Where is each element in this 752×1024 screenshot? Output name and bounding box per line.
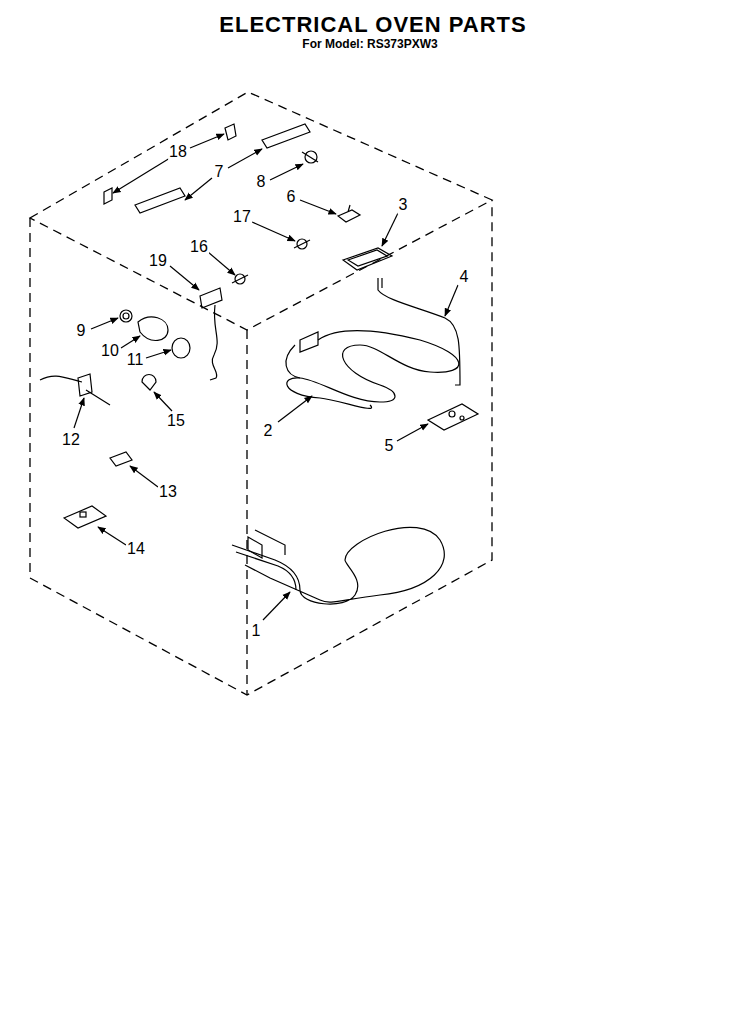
callout-number: 10: [100, 342, 120, 360]
oven-parts: [40, 124, 478, 604]
callout-number: 1: [251, 622, 262, 640]
callout-number: 12: [61, 431, 81, 449]
callout-number: 6: [286, 188, 297, 206]
callout-number: 15: [166, 412, 186, 430]
callout-number: 13: [158, 483, 178, 501]
oven-cabinet-outline: [30, 92, 492, 695]
callout-number: 16: [189, 238, 209, 256]
callout-number: 4: [459, 268, 470, 286]
callout-number: 7: [214, 163, 225, 181]
callout-number: 2: [263, 422, 274, 440]
leader-lines: [74, 134, 458, 620]
callout-number: 18: [168, 143, 188, 161]
callout-number: 11: [126, 351, 145, 369]
diagram-title: ELECTRICAL OVEN PARTS: [218, 13, 527, 37]
callout-number: 3: [398, 196, 409, 214]
callout-number: 5: [384, 437, 395, 455]
callout-number: 17: [232, 208, 252, 226]
callout-number: 14: [126, 540, 146, 558]
callout-number: 8: [256, 173, 267, 191]
callout-number: 9: [76, 322, 87, 340]
callout-number: 19: [148, 252, 168, 270]
model-number: For Model: RS373PXW3: [301, 38, 438, 51]
